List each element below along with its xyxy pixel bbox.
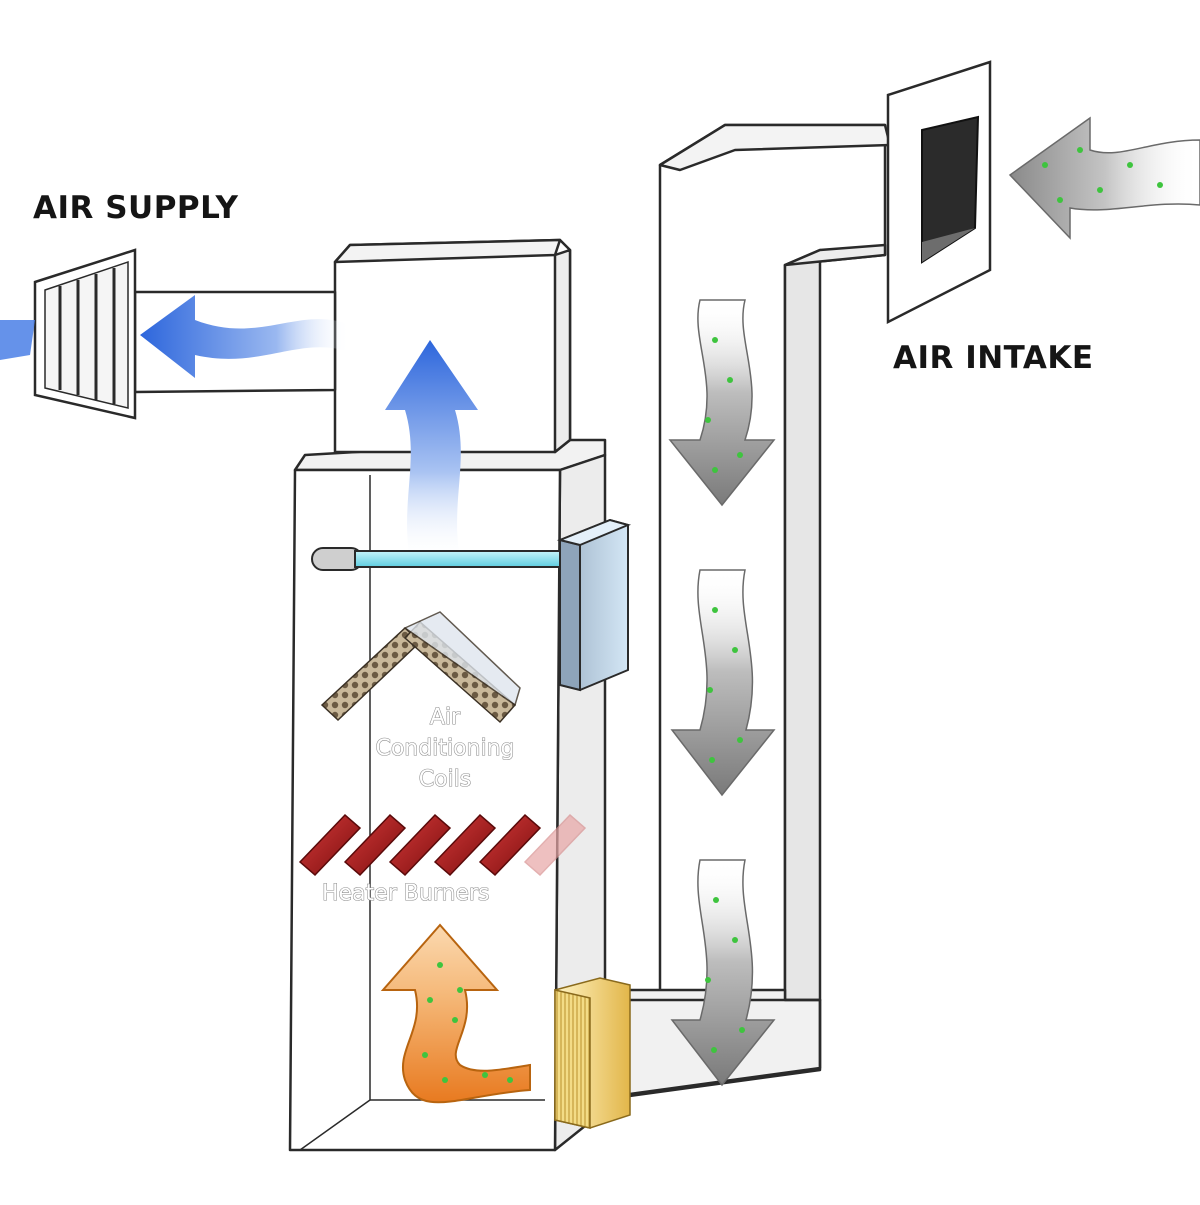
uv-lamp-icon: [311, 547, 561, 571]
return-arrow-2: [670, 569, 776, 797]
filter-icon: [554, 977, 631, 1129]
heater-burners-label: Heater Burners: [321, 880, 490, 906]
ac-coils-label-line2: Conditioning: [375, 735, 515, 761]
supply-arrow-horizontal: [0, 295, 350, 378]
ac-coils-label-line3: Coils: [418, 766, 472, 792]
supply-grille-icon: [33, 248, 137, 420]
ac-coils: [320, 611, 521, 724]
air-supply-label: AIR SUPPLY: [33, 190, 239, 226]
return-particles: [705, 147, 1163, 1053]
heater-burners: [298, 813, 587, 877]
return-arrow-1: [668, 299, 776, 507]
supply-arrow-vertical: [385, 340, 478, 560]
return-arrow-3: [670, 859, 776, 1087]
heated-air-arrow: [380, 923, 531, 1104]
control-box-icon: [556, 518, 632, 692]
ac-coils-label-line1: Air: [429, 704, 461, 730]
air-intake-label: AIR INTAKE: [893, 340, 1094, 376]
intake-arrow: [1008, 116, 1200, 240]
ac-coils-label: Air Conditioning Coils: [360, 702, 530, 795]
intake-grille-icon: [886, 60, 992, 325]
